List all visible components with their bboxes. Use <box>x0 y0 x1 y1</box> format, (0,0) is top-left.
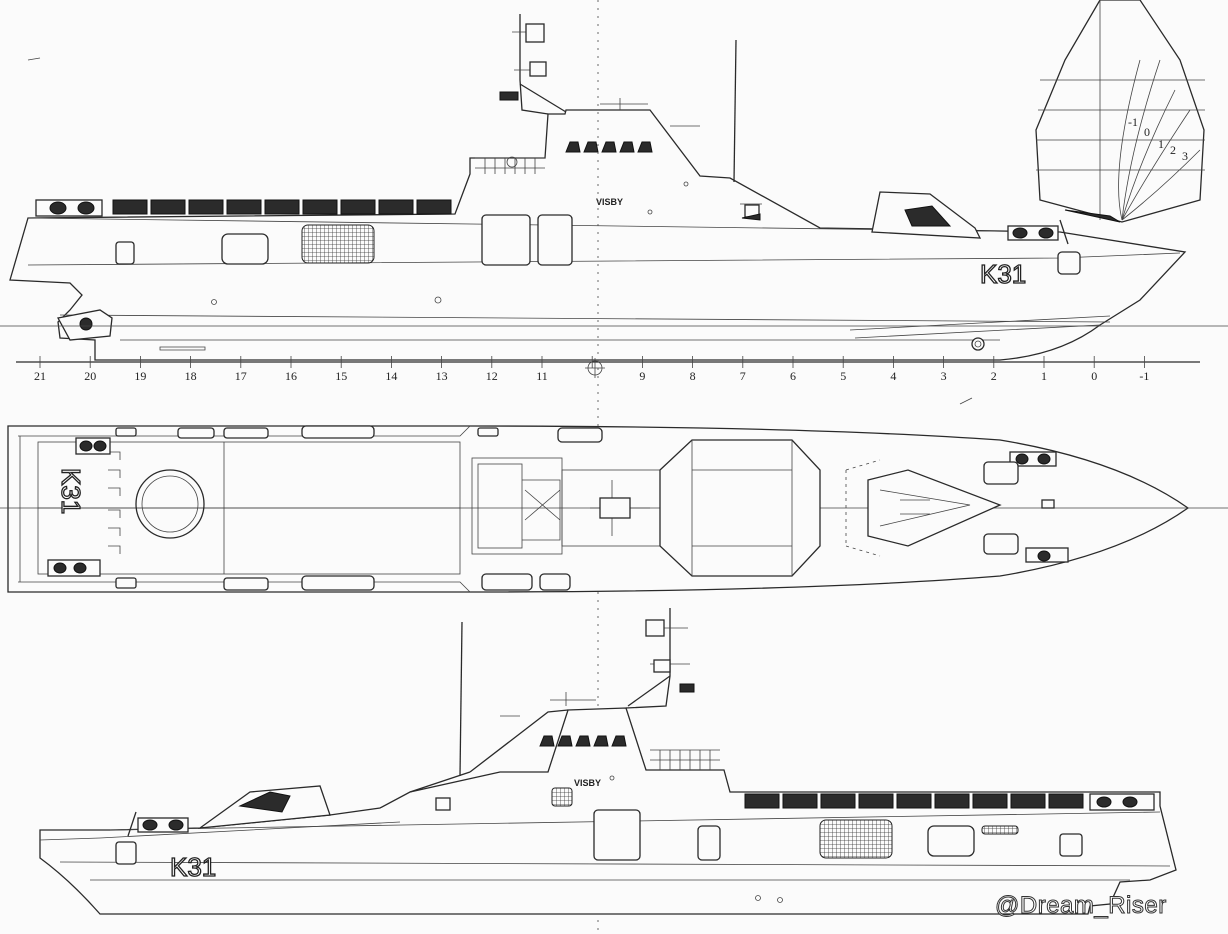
body-plan-label: 0 <box>1144 125 1150 139</box>
plan-view: K31 <box>0 425 1228 593</box>
station-label: 14 <box>385 369 397 383</box>
station-label: 6 <box>790 369 796 383</box>
station-label: 11 <box>536 369 548 383</box>
body-plan-label: -1 <box>1128 115 1138 129</box>
body-plan-label: 1 <box>1158 137 1164 151</box>
hull-number-top: K31 <box>980 259 1026 289</box>
station-label: 3 <box>941 369 947 383</box>
deck-panels-bottom <box>744 793 1084 809</box>
watermark-text: @Dream_Riser <box>995 892 1167 920</box>
deck-panels-top <box>112 199 452 215</box>
mast-top <box>499 14 567 115</box>
station-label: 4 <box>890 369 896 383</box>
liferafts-stern-top <box>35 199 103 217</box>
bridge-windows-bottom <box>539 735 627 747</box>
grille-vent-top <box>301 224 375 264</box>
station-label: 19 <box>134 369 146 383</box>
station-label: 18 <box>185 369 197 383</box>
station-label: 16 <box>285 369 297 383</box>
station-label: -1 <box>1139 369 1149 383</box>
station-label: 17 <box>235 369 247 383</box>
station-label: 13 <box>436 369 448 383</box>
body-plan-label: 2 <box>1170 143 1176 157</box>
station-label: 5 <box>840 369 846 383</box>
station-label: 20 <box>84 369 96 383</box>
grille-vent-bottom <box>819 819 893 859</box>
hull-number-deck: K31 <box>56 468 86 514</box>
station-label: 2 <box>991 369 997 383</box>
hull-number-bottom: K31 <box>170 852 216 882</box>
station-label: 9 <box>639 369 645 383</box>
body-plan-label: 3 <box>1182 149 1188 163</box>
station-label: 15 <box>335 369 347 383</box>
station-label: 0 <box>1091 369 1097 383</box>
station-label: 7 <box>740 369 746 383</box>
station-label: 1 <box>1041 369 1047 383</box>
station-label: 21 <box>34 369 46 383</box>
ship-name-bottom: VISBY <box>574 778 601 788</box>
body-plan-inset: -1 0 1 2 3 <box>1035 0 1205 223</box>
station-label: 12 <box>486 369 498 383</box>
ship-name-top: VISBY <box>596 197 623 207</box>
mast-bottom <box>625 608 695 709</box>
profile-view-bottom: VISBY K31 <box>39 608 1177 915</box>
bridge-windows-top <box>565 141 653 153</box>
station-label: 8 <box>690 369 696 383</box>
